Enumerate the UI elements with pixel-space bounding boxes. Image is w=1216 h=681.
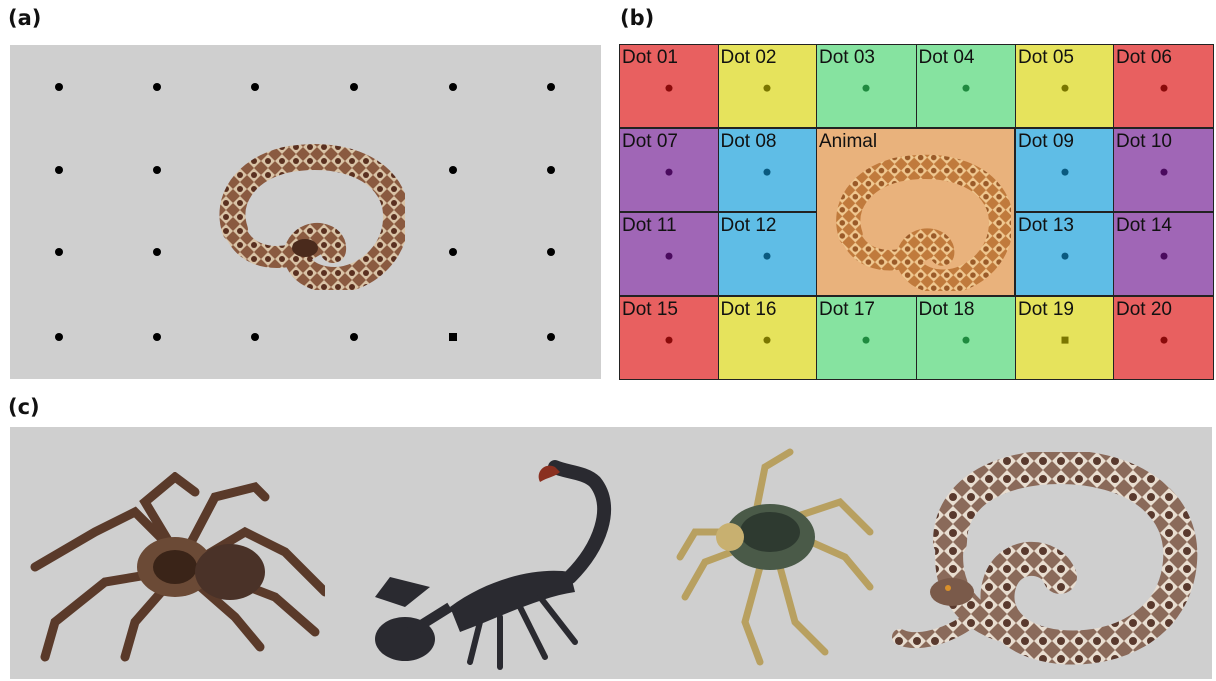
- region-dot: [665, 169, 672, 176]
- fixation-dot: [55, 333, 63, 341]
- fixation-dot: [251, 83, 259, 91]
- fixation-dot: [153, 166, 161, 174]
- dot-region-label: Dot 05: [1018, 47, 1074, 69]
- region-dot: [665, 85, 672, 92]
- fixation-dot: [153, 333, 161, 341]
- dot-region-cell: Dot 08: [718, 128, 818, 212]
- snake-image: [205, 140, 405, 290]
- dot-region-label: Dot 03: [819, 47, 875, 69]
- dot-region-cell: Dot 14: [1113, 212, 1214, 296]
- stimulus-display-panel: [10, 45, 601, 379]
- fixation-dot: [547, 333, 555, 341]
- dot-region-label: Dot 02: [721, 47, 777, 69]
- scorpion-image: [350, 457, 630, 672]
- snake-image: [821, 151, 1011, 291]
- panel-label-b: (b): [620, 6, 654, 30]
- fixation-dot: [449, 333, 457, 341]
- dot-region-cell: Dot 19: [1015, 296, 1114, 380]
- dot-region-cell: Dot 06: [1113, 44, 1214, 128]
- dot-region-label: Dot 11: [622, 215, 677, 237]
- region-dot: [1160, 169, 1167, 176]
- dot-region-label: Dot 06: [1116, 47, 1172, 69]
- fixation-dot: [547, 83, 555, 91]
- fixation-dot: [55, 83, 63, 91]
- fixation-dot: [55, 248, 63, 256]
- dot-region-cell: Dot 07: [619, 128, 719, 212]
- animal-region-label: Animal: [819, 131, 877, 153]
- fixation-dot: [55, 166, 63, 174]
- dot-region-cell: Dot 17: [816, 296, 917, 380]
- dot-region-cell: Dot 11: [619, 212, 719, 296]
- region-dot: [764, 85, 771, 92]
- region-dot: [962, 337, 969, 344]
- dot-region-cell: Dot 15: [619, 296, 719, 380]
- dot-region-label: Dot 18: [919, 299, 975, 321]
- fixation-dot: [350, 83, 358, 91]
- region-dot: [962, 85, 969, 92]
- dot-region-cell: Dot 10: [1113, 128, 1214, 212]
- fixation-dot: [153, 83, 161, 91]
- dot-region-cell: Dot 13: [1015, 212, 1114, 296]
- snake-image: [890, 452, 1200, 672]
- dot-region-cell: Dot 05: [1015, 44, 1114, 128]
- dot-region-label: Dot 09: [1018, 131, 1074, 153]
- region-dot: [1160, 253, 1167, 260]
- dot-region-label: Dot 17: [819, 299, 875, 321]
- dot-region-cell: Dot 18: [916, 296, 1017, 380]
- fixation-dot: [350, 333, 358, 341]
- dot-region-label: Dot 19: [1018, 299, 1074, 321]
- dot-region-cell: Dot 04: [916, 44, 1017, 128]
- dot-region-label: Dot 10: [1116, 131, 1172, 153]
- dot-region-cell: Dot 09: [1015, 128, 1114, 212]
- dot-region-cell: Dot 03: [816, 44, 917, 128]
- region-dot: [665, 337, 672, 344]
- dot-region-cell: Dot 16: [718, 296, 818, 380]
- fixation-dot: [251, 333, 259, 341]
- region-dot: [1061, 253, 1068, 260]
- animal-region: Animal: [816, 128, 1015, 296]
- fixation-dot: [547, 166, 555, 174]
- fixation-dot: [547, 248, 555, 256]
- region-dot: [1160, 85, 1167, 92]
- dot-region-label: Dot 12: [721, 215, 777, 237]
- fixation-dot: [153, 248, 161, 256]
- dot-region-map: Dot 01 Dot 02 Dot 03 Dot 04 Dot 05 Dot 06 Dot …: [619, 44, 1214, 380]
- fixation-dot: [449, 83, 457, 91]
- dot-region-label: Dot 13: [1018, 215, 1074, 237]
- region-dot: [1061, 85, 1068, 92]
- region-dot: [764, 337, 771, 344]
- panel-label-c: (c): [8, 395, 40, 419]
- region-dot: [1061, 169, 1068, 176]
- region-dot: [863, 337, 870, 344]
- dot-region-cell: Dot 20: [1113, 296, 1214, 380]
- region-dot: [764, 169, 771, 176]
- tarantula-image: [25, 472, 325, 662]
- dot-region-label: Dot 14: [1116, 215, 1172, 237]
- region-dot: [1160, 337, 1167, 344]
- dot-region-label: Dot 16: [721, 299, 777, 321]
- region-dot: [665, 253, 672, 260]
- crab-image: [665, 447, 885, 672]
- dot-region-label: Dot 20: [1116, 299, 1172, 321]
- dot-region-label: Dot 08: [721, 131, 777, 153]
- animal-stimuli-panel: [10, 427, 1212, 679]
- region-dot: [764, 253, 771, 260]
- dot-region-label: Dot 15: [622, 299, 678, 321]
- dot-region-cell: Dot 02: [718, 44, 818, 128]
- region-dot: [1061, 337, 1068, 344]
- fixation-dot: [449, 166, 457, 174]
- dot-region-cell: Dot 01: [619, 44, 719, 128]
- dot-region-label: Dot 01: [622, 47, 678, 69]
- fixation-dot: [449, 248, 457, 256]
- dot-region-label: Dot 07: [622, 131, 678, 153]
- region-dot: [863, 85, 870, 92]
- dot-region-cell: Dot 12: [718, 212, 818, 296]
- panel-label-a: (a): [8, 6, 41, 30]
- dot-region-label: Dot 04: [919, 47, 975, 69]
